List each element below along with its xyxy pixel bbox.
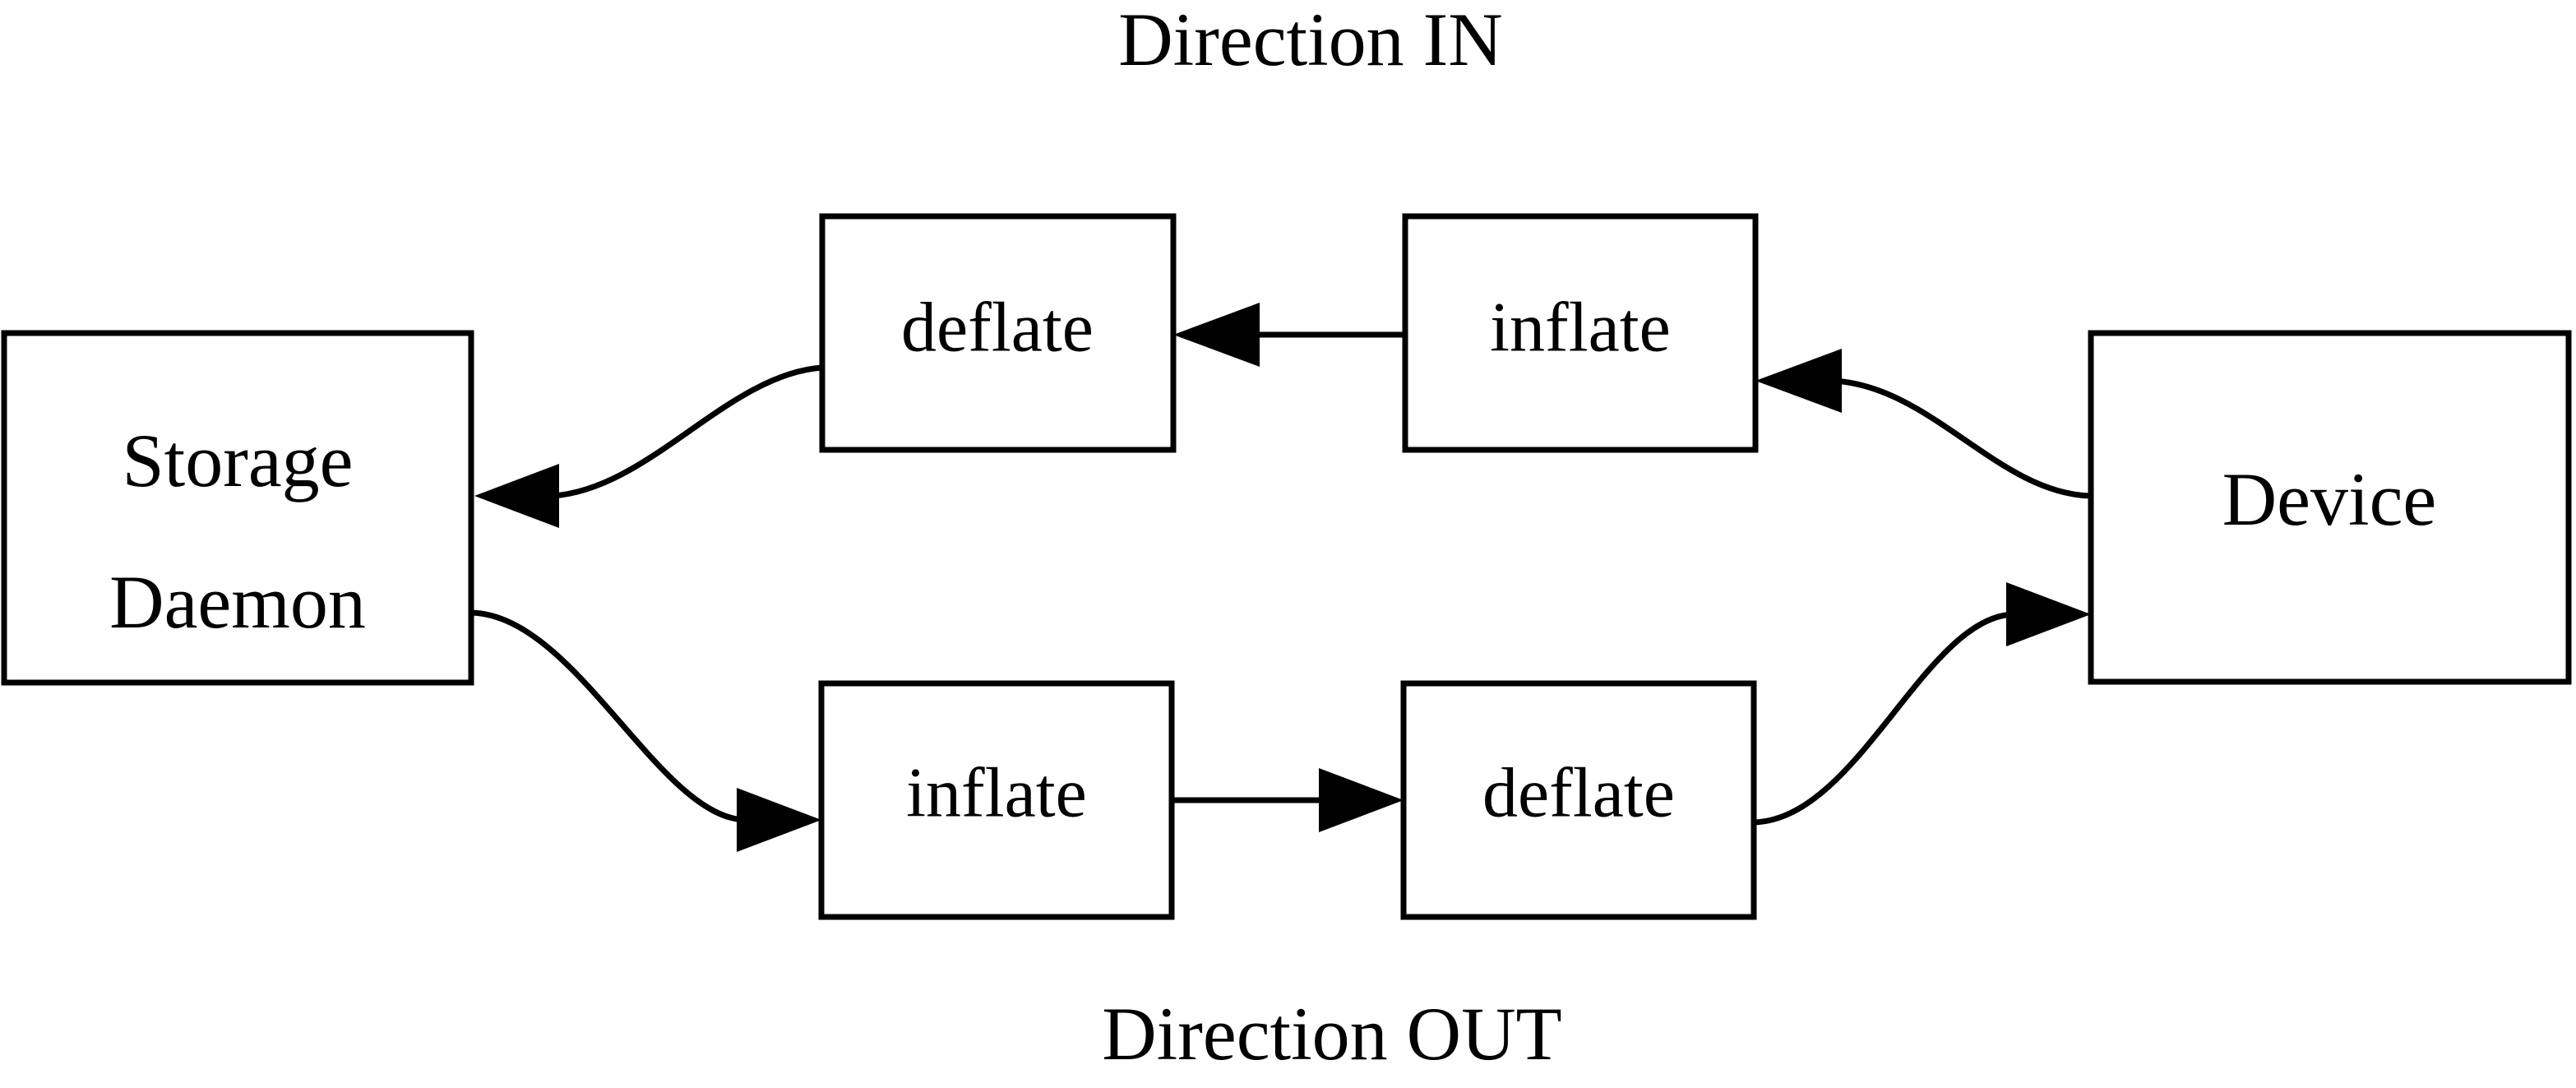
node-inflate-in[interactable]: inflate xyxy=(1402,213,1759,453)
edge-device-to-inflate-in xyxy=(1755,349,2092,499)
node-inflate-in-label: inflate xyxy=(1490,288,1671,367)
edge-storage-to-inflate-out xyxy=(470,609,821,852)
caption-direction-out: Direction OUT xyxy=(1102,992,1562,1076)
arrow-head-icon xyxy=(1319,768,1404,832)
node-deflate-in-label: deflate xyxy=(901,288,1094,367)
node-deflate-out[interactable]: deflate xyxy=(1400,680,1757,920)
edge-deflate-out-to-device xyxy=(1753,582,2091,826)
arrow-head-icon xyxy=(1173,303,1260,367)
arrow-head-icon xyxy=(737,788,821,852)
node-deflate-in[interactable]: deflate xyxy=(819,213,1177,453)
caption-direction-in: Direction IN xyxy=(1118,0,1503,81)
arrow-head-icon xyxy=(1755,349,1842,413)
edge-inflate-in-to-deflate-in xyxy=(1173,303,1405,367)
node-device[interactable]: Device xyxy=(2088,330,2572,685)
node-inflate-out-label: inflate xyxy=(906,753,1087,832)
node-deflate-out-label: deflate xyxy=(1482,753,1675,832)
node-storage-daemon-label-line2: Daemon xyxy=(109,560,366,644)
node-inflate-out[interactable]: inflate xyxy=(818,680,1175,920)
node-storage-daemon-label-line1: Storage xyxy=(122,419,353,502)
node-storage-daemon[interactable]: Storage Daemon xyxy=(1,330,474,686)
arrow-head-icon xyxy=(2006,582,2091,646)
edge-deflate-in-to-storage xyxy=(474,364,823,528)
arrow-head-icon xyxy=(474,464,559,528)
node-device-label: Device xyxy=(2222,457,2437,541)
edge-inflate-out-to-deflate-out xyxy=(1172,768,1404,832)
